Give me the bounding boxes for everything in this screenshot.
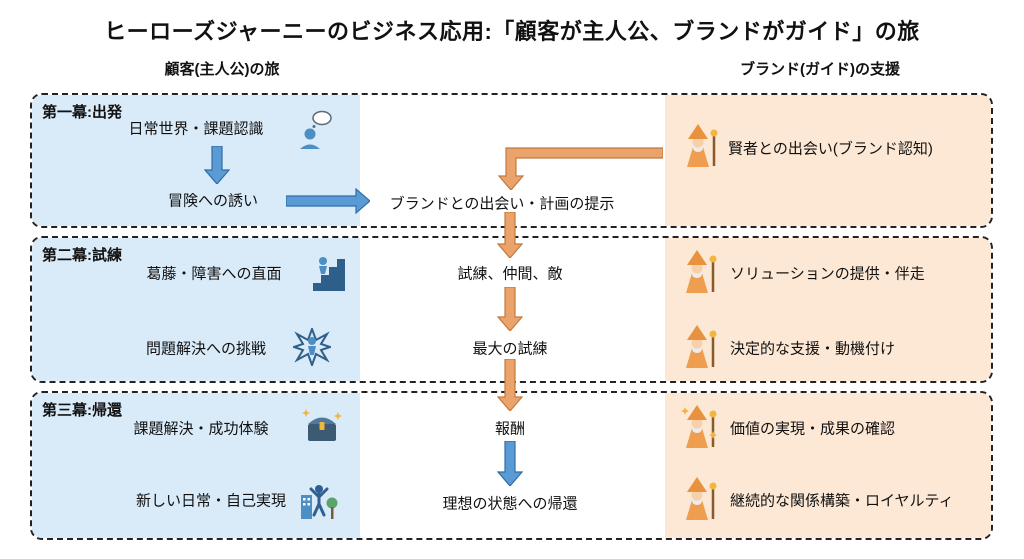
thinking-person-icon: [297, 109, 333, 149]
act2-customer-step-2: 問題解決への挑戦: [145, 340, 267, 358]
act3-center-step-1: 報酬: [494, 420, 526, 438]
wizard-icon: [681, 323, 719, 370]
wizard-icon: [681, 475, 719, 522]
act1-customer-step-1: 日常世界・課題認識: [128, 120, 264, 138]
act3-customer-step-1: 課題解決・成功体験: [133, 420, 269, 438]
orange-elbow-arrow-icon: [497, 140, 664, 191]
act1-brand-step-1: 賢者との出会い(ブランド認知): [728, 140, 933, 158]
orange-down-arrow-icon: [496, 211, 524, 259]
act3-brand-step-1: 価値の実現・成果の確認: [730, 420, 896, 438]
act2-brand-step-2: 決定的な支援・動機付け: [730, 340, 896, 358]
act2-center-step-2: 最大の試練: [472, 340, 548, 358]
wizard-icon: [682, 122, 720, 169]
orange-down-arrow-icon: [496, 286, 524, 332]
act-3-label: 第三幕:帰還: [42, 402, 122, 419]
blue-right-arrow-icon: [285, 187, 371, 215]
act2-brand-step-1: ソリューションの提供・伴走: [730, 265, 925, 283]
wizard-celebration-icon: [681, 403, 719, 450]
treasure-chest-icon: [302, 408, 342, 446]
breakthrough-icon: [290, 326, 334, 368]
blue-down-arrow-icon: [496, 440, 524, 487]
act-3-container: 第三幕:帰還 課題解決・成功体験 新しい日常・自己実現: [30, 391, 993, 540]
wizard-icon: [681, 248, 719, 295]
act-3-brand-panel: [665, 393, 991, 538]
act3-center-step-2: 理想の状態への帰還: [442, 495, 578, 513]
act1-customer-step-2: 冒険への誘い: [167, 192, 259, 210]
climbing-person-icon: [309, 253, 347, 291]
customer-column-header: 顧客(主人公)の旅: [164, 61, 280, 78]
act-2-customer-panel: [32, 238, 360, 381]
act2-center-step-1: 試練、仲間、敵: [457, 265, 563, 283]
act2-customer-step-1: 葛藤・障害への直面: [146, 265, 282, 283]
act-1-label: 第一幕:出発: [42, 104, 122, 121]
act-2-label: 第二幕:試練: [42, 247, 122, 264]
page-title: ヒーローズジャーニーのビジネス応用:「顧客が主人公、ブランドがガイド」の旅: [104, 19, 920, 44]
celebration-icon: [298, 479, 338, 519]
brand-column-header: ブランド(ガイド)の支援: [740, 61, 900, 78]
act-2-brand-panel: [665, 238, 991, 381]
act1-center-step-1: ブランドとの出会い・計画の提示: [389, 195, 615, 213]
orange-down-arrow-icon: [496, 358, 524, 412]
act-1-brand-panel: [665, 95, 991, 226]
blue-down-arrow-icon: [203, 145, 231, 185]
act3-brand-step-2: 継続的な関係構築・ロイヤルティ: [730, 492, 954, 510]
act3-customer-step-2: 新しい日常・自己実現: [135, 492, 287, 510]
